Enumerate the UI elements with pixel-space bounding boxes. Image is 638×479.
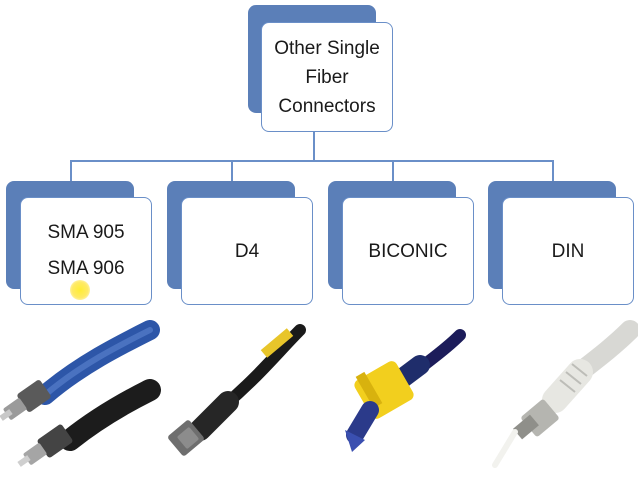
connector-root-stem: [313, 132, 315, 161]
din-connector-photo: [492, 320, 638, 468]
root-line-2: Fiber: [305, 66, 349, 88]
din-node: DIN: [502, 197, 634, 305]
root-line-1: Other Single: [274, 37, 380, 59]
root-line-3: Connectors: [278, 95, 376, 117]
d4-label: D4: [234, 240, 260, 262]
biconic-label: BICONIC: [368, 240, 448, 262]
sma-line-2: SMA 906: [47, 258, 125, 279]
din-label: DIN: [551, 240, 585, 262]
biconic-node: BICONIC: [342, 197, 474, 305]
sma-node: SMA 905 SMA 906: [20, 197, 152, 305]
connector-drop-din: [552, 160, 554, 182]
connector-drop-biconic: [392, 160, 394, 182]
d4-node: D4: [181, 197, 313, 305]
cursor-highlight: [70, 280, 90, 300]
connector-drop-d4: [231, 160, 233, 182]
connector-horizontal: [70, 160, 554, 162]
biconic-connector-photo: [345, 329, 466, 452]
d4-connector-photo: [168, 324, 306, 456]
sma-connector-photo: [0, 320, 161, 467]
root-node: Other Single Fiber Connectors: [261, 22, 393, 132]
sma-line-1: SMA 905: [47, 222, 125, 243]
connector-drop-sma: [70, 160, 72, 182]
